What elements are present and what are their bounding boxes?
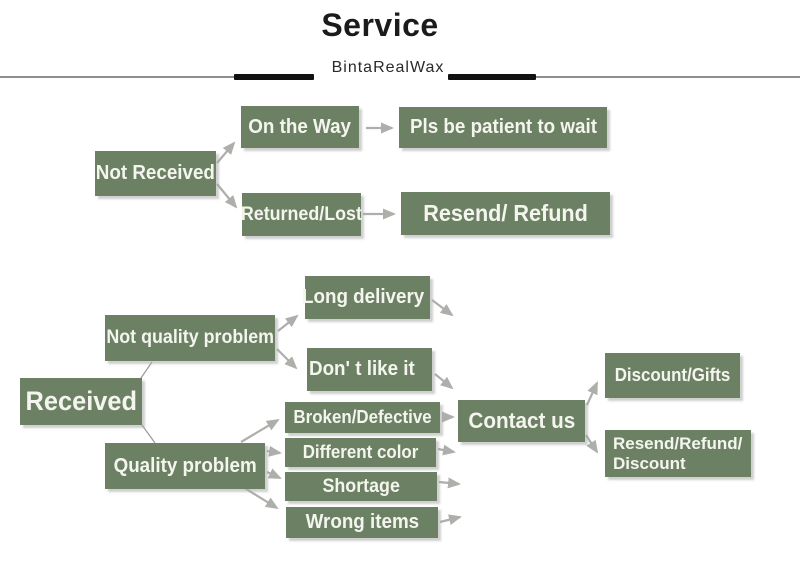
node-shortage: Shortage xyxy=(285,472,437,501)
divider-accent-left xyxy=(234,74,314,80)
node-discount-gifts: Discount/Gifts xyxy=(605,353,740,398)
brand-label: BintaRealWax xyxy=(331,59,445,76)
node-wrong-items: Wrong items xyxy=(286,507,438,538)
node-not-received: Not Received xyxy=(95,151,216,196)
node-on-the-way: On the Way xyxy=(241,106,359,148)
divider-line-left xyxy=(0,76,234,78)
divider-line-right xyxy=(536,76,800,78)
node-returned-lost: Returned/Lost xyxy=(241,193,362,236)
node-quality-problem: Quality problem xyxy=(105,443,265,489)
node-not-quality-problem: Not quality problem xyxy=(105,315,275,361)
page-title: Service xyxy=(321,7,439,43)
node-received: Received xyxy=(20,378,142,425)
node-different-color: Different color xyxy=(285,438,436,467)
node-resend-refund: Resend/ Refund xyxy=(401,192,610,235)
node-broken-defective: Broken/Defective xyxy=(285,402,440,433)
node-contact-us: Contact us xyxy=(458,400,585,442)
node-pls-be-patient: Pls be patient to wait xyxy=(399,107,607,148)
node-dont-like-it: Don' t like it xyxy=(307,348,432,391)
divider-accent-right xyxy=(448,74,536,80)
node-resend-refund-discount: Resend/Refund/ Discount xyxy=(605,430,751,477)
node-long-delivery: Long delivery xyxy=(302,276,430,319)
